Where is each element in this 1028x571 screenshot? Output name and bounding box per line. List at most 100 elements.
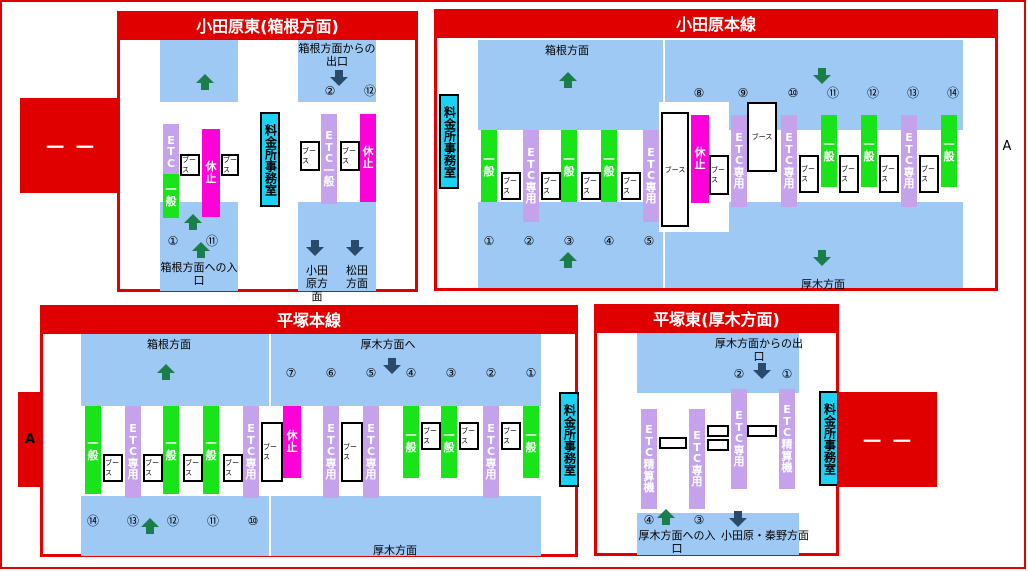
booth: ブース (879, 155, 899, 193)
upper-direction: 箱根方面 (545, 44, 589, 57)
booth (747, 425, 777, 437)
arrow-up-icon (184, 214, 202, 230)
arrow-up-icon (196, 74, 214, 90)
lane-general: 一般 (441, 406, 457, 478)
lane-number: ⑫ (363, 84, 376, 98)
arrow-up-icon (657, 509, 675, 525)
lane-number: ⑧ (693, 86, 705, 100)
panel-title: 小田原東(箱根方面) (120, 14, 415, 40)
arrow-down-icon (306, 240, 324, 256)
dest-odawara-label: 小田原方面 (306, 264, 328, 303)
side-red-block-a: A (18, 392, 42, 487)
arrow-down-icon (753, 363, 771, 379)
booth: ブース (183, 454, 203, 482)
booth: ブース (621, 172, 641, 200)
lane-rest: 休止 (691, 115, 709, 203)
lane-number: ⑫ (166, 514, 179, 528)
toll-office: 料金所事務室 (819, 391, 839, 486)
lane-general: 一般 (85, 406, 101, 494)
lane-number: ⑬ (126, 514, 139, 528)
booth: ブース (223, 454, 243, 482)
lane-general: 一般 (601, 130, 617, 202)
lane-rest: 休止 (283, 406, 301, 478)
arrow-down-icon (346, 240, 364, 256)
lane-number: ④ (603, 234, 615, 248)
lane-general: 一般 (523, 406, 539, 478)
lane-number: ⑤ (365, 366, 377, 380)
booth (707, 439, 729, 451)
lane-number: ① (167, 234, 179, 248)
lane-number: ⑪ (826, 86, 839, 100)
lower-direction: 厚木方面 (801, 278, 845, 291)
lane-number: ③ (693, 513, 705, 527)
lane-number: ③ (445, 366, 457, 380)
arrow-up-icon (141, 518, 159, 534)
lane-rest: 休止 (202, 129, 220, 217)
booth: ブース (839, 155, 859, 193)
booth: ブース (143, 454, 163, 482)
left-red-block: － － (20, 98, 120, 193)
arrow-down-icon (813, 250, 831, 266)
booth: ブース (340, 141, 360, 171)
lower-direction: 厚木方面 (373, 544, 417, 557)
lane-white-strip (637, 393, 799, 513)
arrow-up-icon (157, 364, 175, 380)
panel-title: 小田原本線 (437, 12, 995, 38)
lane-general: 一般 (941, 115, 957, 187)
lane-number: ② (485, 366, 497, 380)
lane-general: 一般 (481, 130, 497, 202)
lane-number: ⑪ (205, 234, 218, 248)
lane-number: ③ (563, 234, 575, 248)
lane-number: ⑦ (285, 366, 297, 380)
arrow-up-icon (559, 72, 577, 88)
dest-label: 小田原・秦野方面 (721, 529, 809, 542)
lane-number: ⑨ (737, 86, 749, 100)
booth: ブース (799, 155, 819, 193)
lane-general: 一般 (203, 406, 219, 494)
entry-label: 箱根方面への入口 (160, 261, 238, 287)
lane-general: 一般 (163, 406, 179, 494)
lane-number: ⑥ (325, 366, 337, 380)
arrow-down-icon (383, 358, 401, 374)
booth: ブース (581, 172, 601, 200)
booth: ブース (501, 172, 521, 200)
booth: ブース (421, 422, 441, 450)
booth: ブース (261, 422, 283, 482)
booth: ブース (459, 422, 479, 450)
booth: ブース (661, 112, 689, 227)
lane-number: ④ (405, 366, 417, 380)
exit-label: 箱根方面からの出口 (298, 42, 376, 68)
booth (659, 437, 687, 449)
arrow-up-icon (192, 242, 210, 258)
booth: ブース (919, 155, 939, 193)
arrow-down-icon (330, 70, 348, 86)
lane-number: ⑭ (86, 514, 99, 528)
lane-number: ① (483, 234, 495, 248)
lane-number: ⑩ (247, 514, 259, 528)
booth: ブース (221, 154, 239, 176)
exit-label: 厚木方面からの出口 (715, 337, 803, 363)
booth: ブース (300, 141, 320, 171)
lane-white-strip (81, 406, 541, 496)
toll-office: 料金所事務室 (260, 112, 280, 207)
upper-right-direction: 厚木方面へ (360, 338, 416, 351)
arrow-down-icon (813, 68, 831, 84)
entry-label: 厚木方面への入口 (638, 529, 716, 555)
arrow-up-icon (559, 252, 577, 268)
toll-office: 料金所事務室 (439, 94, 459, 189)
toll-office: 料金所事務室 (559, 392, 579, 487)
